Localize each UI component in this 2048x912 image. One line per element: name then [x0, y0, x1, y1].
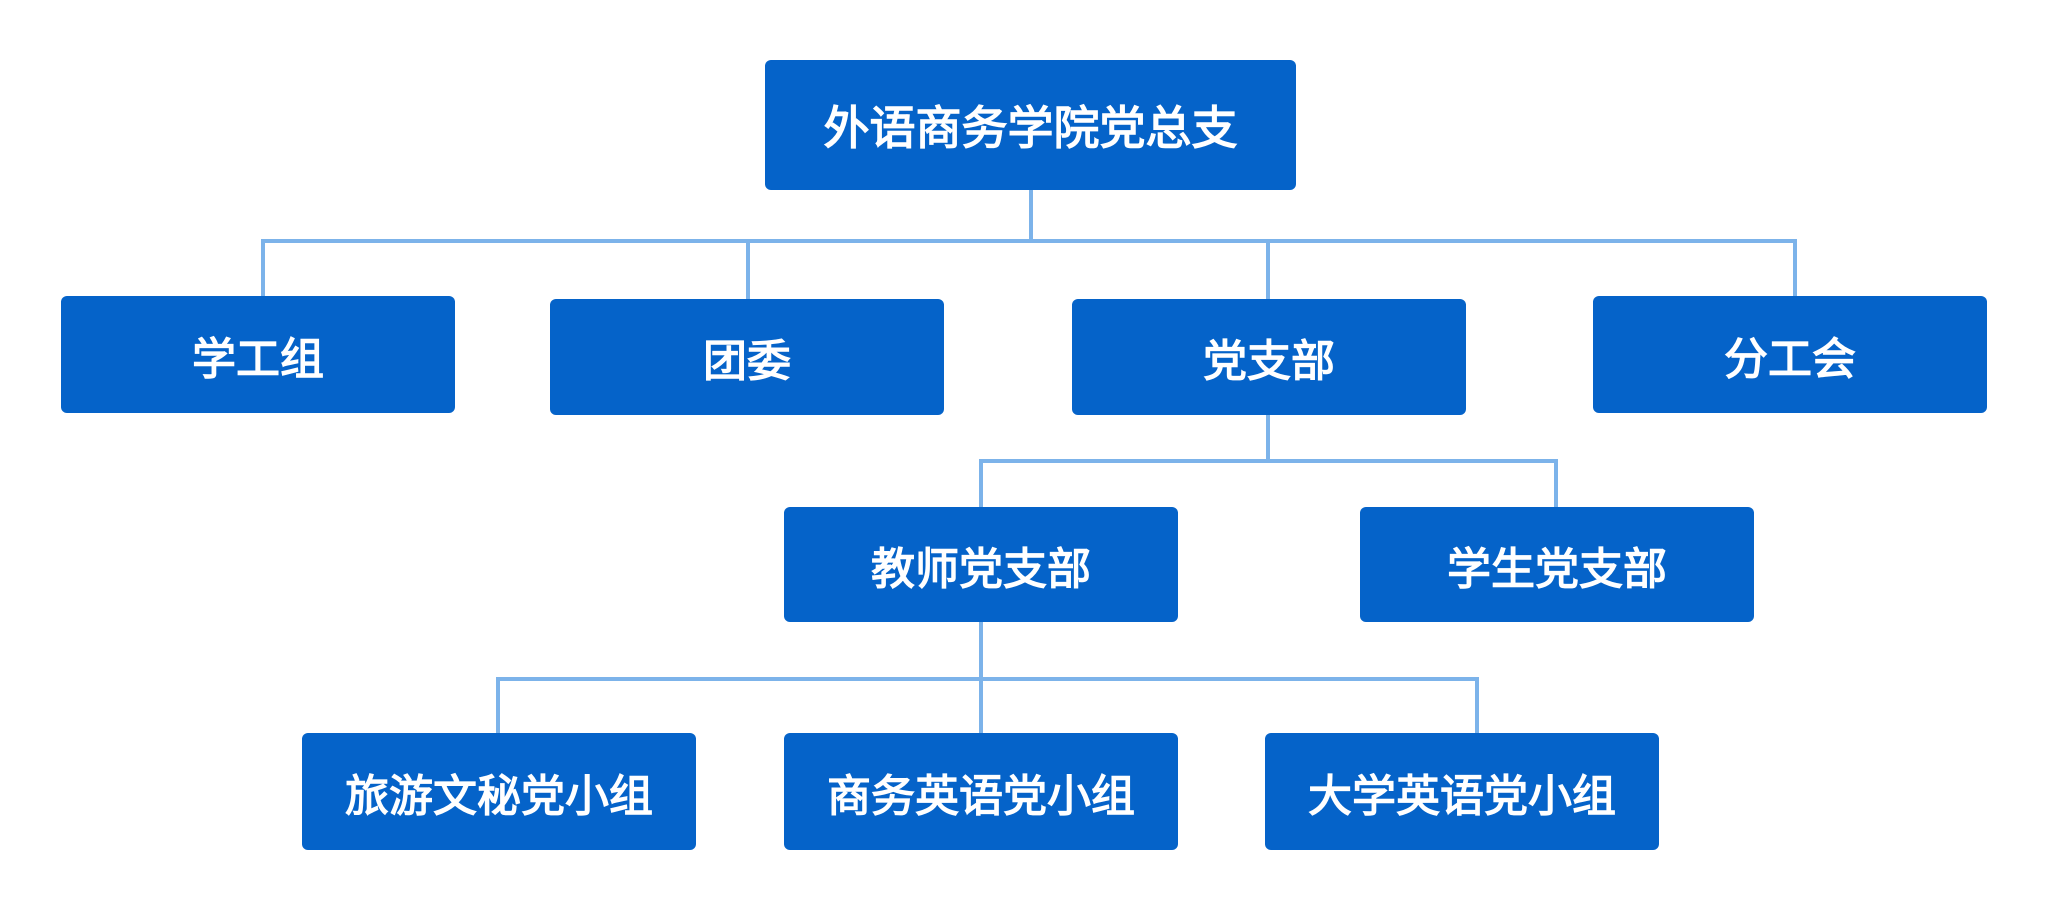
node-student-party-branch[interactable]: 学生党支部	[1360, 507, 1754, 622]
node-youth-league-committee[interactable]: 团委	[550, 299, 944, 415]
node-trade-union-branch[interactable]: 分工会	[1593, 296, 1987, 413]
node-tourism-secretarial-party-group[interactable]: 旅游文秘党小组	[302, 733, 696, 850]
node-label: 团委	[703, 336, 791, 387]
node-party-general-branch[interactable]: 外语商务学院党总支	[765, 60, 1296, 190]
node-label: 商务英语党小组	[827, 770, 1135, 822]
node-label: 党支部	[1203, 336, 1335, 387]
node-label: 教师党支部	[871, 543, 1091, 595]
node-label: 大学英语党小组	[1308, 770, 1616, 822]
node-label: 分工会	[1724, 333, 1856, 385]
node-label: 外语商务学院党总支	[823, 101, 1238, 155]
node-label: 学生党支部	[1447, 543, 1667, 595]
node-business-english-party-group[interactable]: 商务英语党小组	[784, 733, 1178, 850]
node-student-affairs-group[interactable]: 学工组	[61, 296, 455, 413]
node-label: 旅游文秘党小组	[345, 770, 653, 822]
node-party-branch[interactable]: 党支部	[1072, 299, 1466, 415]
node-college-english-party-group[interactable]: 大学英语党小组	[1265, 733, 1659, 850]
node-label: 学工组	[192, 333, 324, 385]
node-teacher-party-branch[interactable]: 教师党支部	[784, 507, 1178, 622]
